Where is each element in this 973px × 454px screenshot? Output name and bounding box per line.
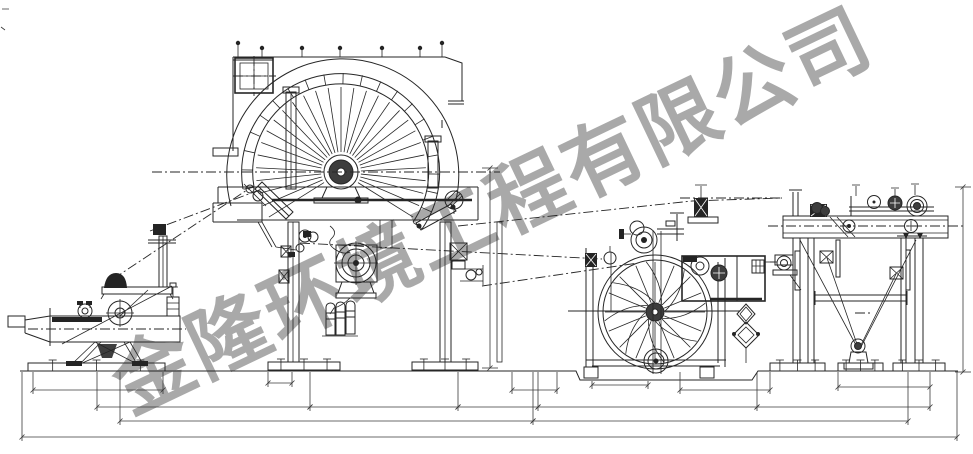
control-panel-box [681, 255, 775, 302]
support-columns [278, 221, 503, 363]
guide-roll [867, 195, 881, 209]
foundation-base-plates [27, 358, 946, 372]
ground-line [20, 370, 958, 381]
stock-inlet-headbox [7, 185, 254, 366]
small-motor [104, 273, 127, 288]
drum-hood-arc [226, 58, 460, 207]
pipe-mount [687, 184, 719, 224]
drum-spokes [256, 86, 426, 218]
bearing-pedestal [770, 250, 802, 291]
drum-top-frame [233, 56, 445, 61]
reel-stand-frame [768, 183, 966, 370]
scan-marks [0, 8, 9, 31]
dimension-lines [19, 165, 971, 441]
cylinder-drive [603, 212, 684, 265]
right-bracket [441, 56, 464, 128]
wire-run-left [112, 185, 254, 280]
drum-right-post [427, 140, 439, 189]
drive-motor-gearbox [298, 229, 378, 337]
bottom-roll [643, 348, 669, 374]
spring-cylinders [325, 300, 356, 336]
doctor-blade [254, 181, 294, 220]
headbox-top-frame [101, 286, 173, 295]
anchor-bolts [235, 40, 445, 57]
handwheel [906, 195, 928, 217]
spoked-cylinder-vat [568, 184, 782, 379]
dashpot-cylinder [166, 296, 180, 317]
drum-beam-vat [212, 181, 479, 257]
felt-wire-runs [149, 188, 783, 287]
valve-diamonds [732, 303, 760, 363]
